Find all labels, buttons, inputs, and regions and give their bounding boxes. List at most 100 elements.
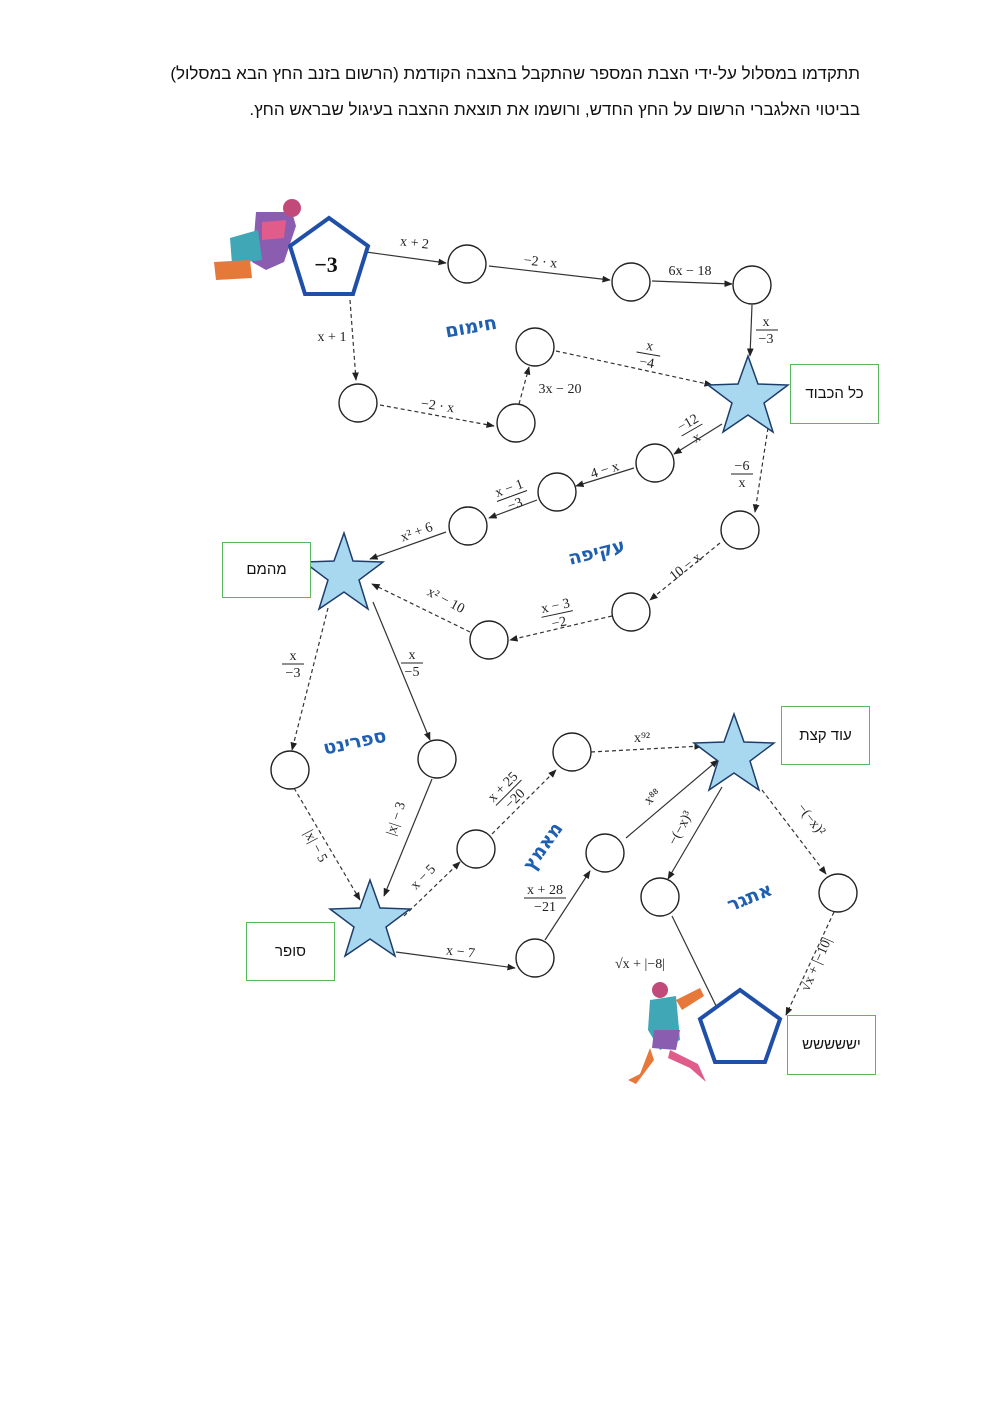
- label-g1: x − 5: [408, 862, 439, 893]
- stage-sprint: ספרינט: [321, 725, 388, 760]
- arrow-h3: [625, 759, 719, 839]
- answer-box-3[interactable]: עוד קצת: [781, 706, 870, 765]
- node-b1: [338, 383, 378, 423]
- arrow-b4: [555, 350, 713, 387]
- label-c2: 4 − x: [589, 459, 621, 482]
- arrow-h1: [395, 951, 516, 971]
- node-i1: [640, 877, 680, 917]
- label-d3: x − 3 −2: [540, 596, 573, 632]
- label-c3: x − 1 −3: [493, 477, 528, 515]
- node-a1: [447, 244, 487, 284]
- instructions-text: תתקדמו במסלול על-ידי הצבת המספר שהתקבל ב…: [170, 64, 860, 119]
- label-d1-den: x: [739, 476, 746, 491]
- label-f1-den: −5: [405, 665, 420, 680]
- label-e1-den: −3: [286, 666, 301, 681]
- label-d1: −6 x: [731, 459, 753, 491]
- label-e2: |x| − 5: [300, 828, 329, 866]
- arrow-j2: [785, 911, 835, 1016]
- node-d3: [469, 620, 509, 660]
- node-e1: [270, 750, 310, 790]
- arrow-i1: [667, 786, 723, 880]
- arrow-a3: [651, 280, 733, 288]
- node-j1: [818, 873, 858, 913]
- node-g2: [552, 732, 592, 772]
- label-b3: 3x − 20: [539, 382, 582, 397]
- label-b4-num: x: [645, 339, 654, 355]
- label-a4-den: −3: [759, 332, 774, 347]
- arrow-g2: [491, 769, 557, 835]
- checkpoint-star-3: [691, 711, 777, 792]
- arrow-d2: [649, 542, 721, 601]
- checkpoint-star-4: [327, 877, 413, 958]
- arrow-e1: [290, 607, 329, 751]
- node-c3: [448, 506, 488, 546]
- arrow-j1: [761, 789, 827, 875]
- answer-box-5[interactable]: יששששש: [787, 1015, 876, 1075]
- stage-challenge: אתגר: [724, 878, 776, 916]
- label-h3: x⁸⁸: [642, 786, 665, 808]
- label-e1: x −3: [282, 649, 304, 681]
- label-h2-num: x + 28: [527, 883, 563, 898]
- label-c3-den: −3: [506, 495, 525, 514]
- arrow-g1: [403, 861, 461, 917]
- stage-warmup: חימום: [443, 312, 498, 343]
- label-f1-num: x: [409, 648, 416, 663]
- node-d2: [611, 592, 651, 632]
- node-a2: [611, 262, 651, 302]
- label-c1-den: x: [690, 430, 704, 446]
- start-value: −3: [314, 252, 338, 277]
- label-a1: x + 2: [399, 234, 430, 252]
- label-a3: 6x − 18: [669, 264, 712, 279]
- stage-effort: מאמץ: [519, 818, 568, 875]
- label-h2: x + 28 −21: [524, 883, 566, 915]
- checkpoint-star-1: [705, 353, 791, 434]
- arrow-d1: [752, 427, 769, 513]
- node-h2: [585, 833, 625, 873]
- node-c2: [537, 472, 577, 512]
- node-b2: [496, 403, 536, 443]
- arrow-b3: [518, 366, 531, 405]
- finish-pentagon: [697, 987, 783, 1064]
- label-b1: x + 1: [318, 330, 347, 345]
- arrow-c1: [673, 423, 723, 455]
- start-pentagon: [287, 215, 371, 296]
- answer-box-1[interactable]: כל הכבוד: [790, 364, 879, 424]
- checkpoint-star-2: [301, 530, 386, 611]
- label-b2: −2 · x: [420, 397, 455, 417]
- label-d3-den: −2: [550, 614, 568, 632]
- label-f2: |x| − 3: [384, 800, 409, 837]
- label-f1: x −5: [401, 648, 423, 680]
- label-j2: √x + |−10|: [798, 935, 835, 993]
- label-d2: 10 − x: [667, 550, 705, 584]
- running-runner-icon: [628, 982, 706, 1084]
- label-a2: −2 · x: [523, 253, 558, 271]
- label-g3: x⁹²: [634, 731, 650, 746]
- label-a4-num: x: [763, 315, 770, 330]
- label-e1-num: x: [290, 649, 297, 664]
- node-f1: [417, 739, 457, 779]
- label-i2: √x + |−8|: [615, 957, 665, 972]
- node-g1: [456, 829, 496, 869]
- answer-box-2[interactable]: מהמם: [222, 542, 311, 598]
- label-j1: −(−x)²: [794, 801, 828, 839]
- label-a4: x −3: [756, 315, 778, 347]
- arrow-f1: [372, 601, 431, 741]
- label-h1: x − 7: [445, 943, 476, 961]
- label-b4-den: −4: [638, 355, 655, 372]
- arrow-g3: [590, 743, 703, 753]
- arrow-f2: [383, 778, 433, 897]
- answer-box-4[interactable]: סופר: [246, 922, 335, 981]
- arrow-b1: [349, 299, 359, 381]
- crouching-runner-icon: [214, 199, 301, 280]
- arrow-a4: [746, 304, 754, 357]
- arrow-e2: [293, 787, 361, 901]
- arrow-i2: [671, 915, 723, 1019]
- arrow-c3: [488, 499, 538, 519]
- label-h2-den: −21: [534, 900, 556, 915]
- arrow-c4: [369, 531, 447, 560]
- node-c1: [635, 443, 675, 483]
- label-i1: −(−x)³: [666, 809, 696, 848]
- label-g2: x + 25 −20: [485, 769, 528, 812]
- node-a3: [732, 265, 772, 305]
